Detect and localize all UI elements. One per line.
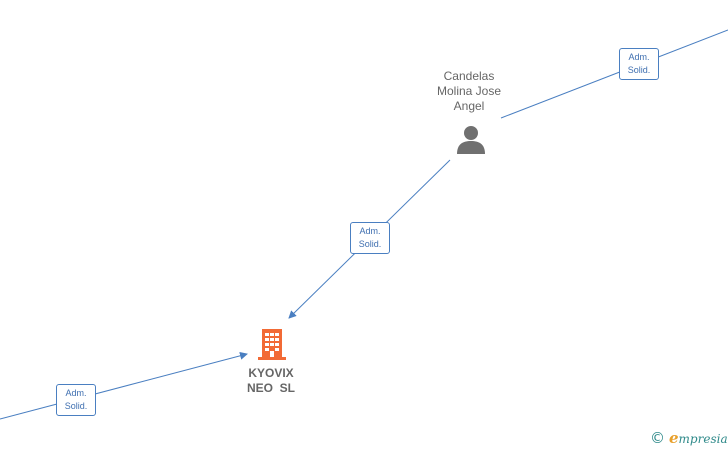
footer-branding: © empresia <box>650 428 728 448</box>
edge-label-top-right[interactable]: Adm. Solid. <box>619 48 659 80</box>
company-name-line: NEO SL <box>246 381 295 395</box>
person-icon[interactable] <box>455 124 487 156</box>
brand-initial: e <box>669 428 679 447</box>
person-name-line: Molina Jose <box>436 84 502 98</box>
company-name-line: KYOVIX <box>248 366 294 380</box>
edge-label-line: Solid. <box>64 401 88 411</box>
edge-label-line: Solid. <box>627 65 651 75</box>
building-icon[interactable] <box>256 327 288 361</box>
person-node-name[interactable]: Candelas Molina Jose Angel <box>419 69 519 114</box>
edge-label-line: Adm. <box>65 388 87 398</box>
person-name-line: Angel <box>453 99 485 113</box>
edge-line-top-right <box>500 29 728 119</box>
brand-rest: mpresia <box>678 431 728 446</box>
edge-label-person-to-company[interactable]: Adm. Solid. <box>350 222 390 254</box>
edge-line-left-to-company <box>0 351 248 420</box>
edge-label-line: Adm. <box>359 226 381 236</box>
person-name-line: Candelas <box>443 69 495 83</box>
edge-label-left-to-company[interactable]: Adm. Solid. <box>56 384 96 416</box>
edge-label-line: Adm. <box>628 52 650 62</box>
edge-label-line: Solid. <box>358 239 382 249</box>
company-node-name[interactable]: KYOVIX NEO SL <box>221 366 321 396</box>
brand-logo[interactable]: empresia <box>669 429 728 448</box>
copyright-icon: © <box>650 429 665 447</box>
